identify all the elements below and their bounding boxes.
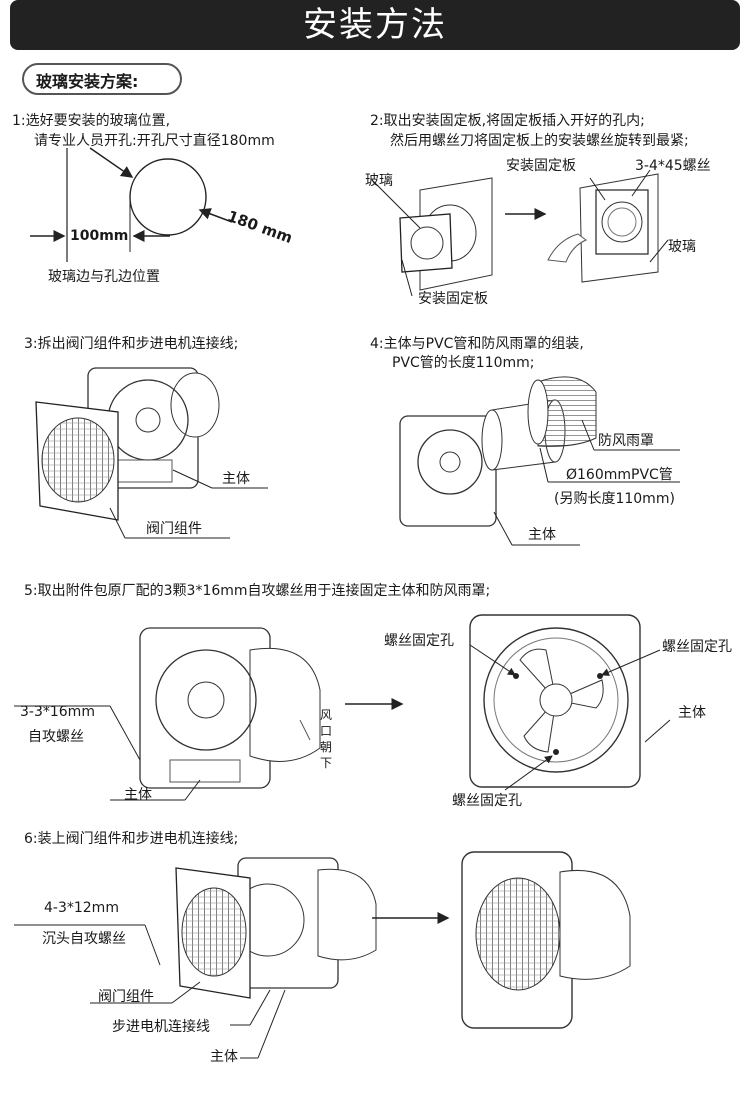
step6-screw-type: 沉头自攻螺丝 xyxy=(42,931,126,947)
step4-line1: 4:主体与PVC管和防风雨罩的组装, xyxy=(370,336,584,352)
step5-body: 主体 xyxy=(124,787,152,803)
step4-line2: PVC管的长度110mm; xyxy=(392,355,535,371)
step6-line1: 6:装上阀门组件和步进电机连接线; xyxy=(24,831,239,847)
section-title: 玻璃安装方案: xyxy=(36,72,139,91)
step3-body: 主体 xyxy=(222,471,250,487)
step5-diagram xyxy=(14,614,671,801)
step6-screw-spec: 4-3*12mm xyxy=(44,900,119,916)
step5-outlet-2: 口 xyxy=(320,724,333,738)
step2-line2: 然后用螺丝刀将固定板上的安装螺丝旋转到最紧; xyxy=(390,133,689,149)
step5-outlet-4: 下 xyxy=(320,756,333,770)
step1-dim-large: 180 mm xyxy=(224,206,295,248)
step2-glass-right: 玻璃 xyxy=(668,239,696,255)
title-bar xyxy=(10,0,740,50)
step5-outlet-1: 风 xyxy=(320,708,333,722)
step6-motor-wire: 步进电机连接线 xyxy=(112,1019,210,1035)
step4-diagram xyxy=(399,376,680,546)
step4-pvc-note: (另购长度110mm) xyxy=(554,491,675,507)
section-pill xyxy=(22,63,182,95)
step5-hole-left: 螺丝固定孔 xyxy=(384,633,454,649)
step5-screw-spec: 3-3*16mm xyxy=(20,704,95,720)
step5-line1: 5:取出附件包原厂配的3颗3*16mm自攻螺丝用于连接固定主体和防风雨罩; xyxy=(24,583,491,599)
step6-body: 主体 xyxy=(210,1049,238,1065)
step1-line2: 请专业人员开孔:开孔尺寸直径180mm xyxy=(34,133,275,149)
step6-diagram xyxy=(14,851,631,1059)
step5-hole-bottom: 螺丝固定孔 xyxy=(452,793,522,809)
step4-pvc: Ø160mmPVC管 xyxy=(566,467,673,483)
step3-valve: 阀门组件 xyxy=(146,521,202,537)
step4-hood: 防风雨罩 xyxy=(598,433,654,449)
step4-body: 主体 xyxy=(528,527,556,543)
step5-body-right: 主体 xyxy=(678,705,706,721)
step2-glass-left: 玻璃 xyxy=(365,173,393,189)
step1-dim-small: 100mm xyxy=(70,228,129,244)
step6-valve: 阀门组件 xyxy=(98,989,154,1005)
step3-diagram xyxy=(35,367,268,539)
step1-line1: 1:选好要安装的玻璃位置, xyxy=(12,113,171,129)
step2-screws: 3-4*45螺丝 xyxy=(635,158,711,174)
step2-line1: 2:取出安装固定板,将固定板插入开好的孔内; xyxy=(370,113,645,129)
step5-hole-right: 螺丝固定孔 xyxy=(662,639,732,655)
step3-line1: 3:拆出阀门组件和步进电机连接线; xyxy=(24,336,239,352)
step2-plate-bottom: 安装固定板 xyxy=(418,291,488,307)
step2-plate-top: 安装固定板 xyxy=(506,158,576,174)
step1-caption: 玻璃边与孔边位置 xyxy=(48,269,160,285)
step5-outlet-3: 朝 xyxy=(320,740,333,754)
step2-diagram xyxy=(371,169,669,297)
step5-screw-type: 自攻螺丝 xyxy=(28,729,84,745)
page-title: 安装方法 xyxy=(303,5,447,45)
step1-glass-diagram xyxy=(30,147,233,262)
